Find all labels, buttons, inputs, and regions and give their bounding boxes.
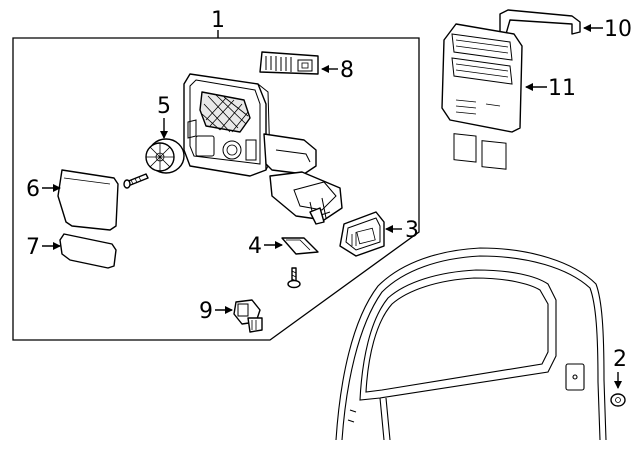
callout-8: 8 (340, 58, 354, 83)
callout-11: 11 (548, 76, 576, 101)
screw-lower (287, 267, 301, 289)
callout-9: 9 (199, 299, 213, 324)
callout-6: 6 (26, 177, 40, 202)
callout-4: 4 (248, 234, 262, 259)
part-7-backing-plate (59, 233, 117, 269)
part-10-cover-strip (499, 9, 581, 35)
part-11-mirror-cover (441, 23, 523, 170)
part-4-clip (281, 237, 319, 255)
door-outline (335, 247, 607, 441)
part-9-connector (233, 299, 263, 333)
part-2-nut (610, 393, 626, 407)
callout-2: 2 (613, 347, 627, 372)
part-6-mirror-glass (57, 169, 119, 231)
callout-1: 1 (211, 8, 225, 33)
part-5-motor (145, 138, 185, 174)
callout-7: 7 (26, 235, 40, 260)
callout-10: 10 (604, 17, 632, 42)
assembly-boundary (12, 37, 420, 341)
part-3-lamp (339, 211, 385, 257)
screw-motor (123, 173, 149, 189)
callout-3: 3 (405, 218, 419, 243)
callout-5: 5 (157, 94, 171, 119)
mirror-housing (183, 73, 343, 225)
part-8-bracket (259, 51, 319, 75)
